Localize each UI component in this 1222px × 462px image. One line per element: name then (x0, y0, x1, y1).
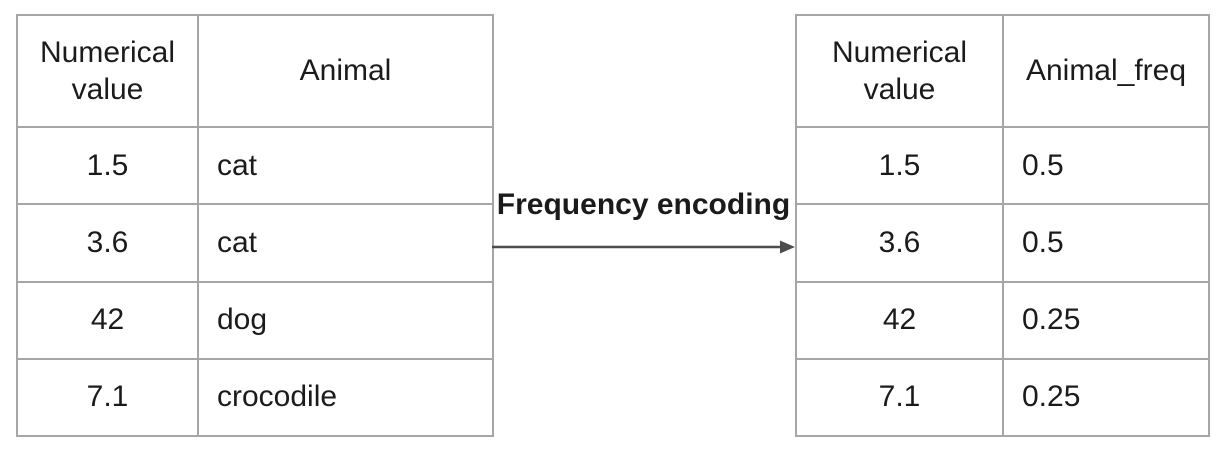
input-table: Numerical value Animal 1.5 cat 3.6 cat 4… (16, 14, 494, 438)
table-row: 1.5 0.5 (795, 125, 1210, 206)
right-arrow-icon (492, 240, 795, 254)
column-header-animal-freq: Animal_freq (1002, 14, 1210, 128)
column-header-numerical-value: Numerical value (795, 14, 1004, 128)
table-cell-numerical-value: 1.5 (795, 125, 1004, 206)
table-cell-numerical-value: 1.5 (16, 125, 199, 206)
table-row: 7.1 0.25 (795, 357, 1210, 438)
table-cell-numerical-value: 7.1 (795, 357, 1004, 438)
table-cell-numerical-value: 3.6 (16, 203, 199, 283)
table-cell-animal-freq: 0.25 (1002, 280, 1210, 360)
table-cell-numerical-value: 42 (795, 280, 1004, 360)
transform-annotation: Frequency encoding (492, 14, 795, 437)
table-row: 3.6 0.5 (795, 203, 1210, 283)
table-cell-numerical-value: 7.1 (16, 357, 199, 438)
column-header-numerical-value: Numerical value (16, 14, 199, 128)
output-table-header-row: Numerical value Animal_freq (795, 14, 1210, 128)
column-header-animal: Animal (197, 14, 494, 128)
table-cell-numerical-value: 3.6 (795, 203, 1004, 283)
table-cell-animal-freq: 0.5 (1002, 203, 1210, 283)
table-cell-animal: dog (197, 280, 494, 360)
table-row: 42 0.25 (795, 280, 1210, 360)
frequency-encoding-label: Frequency encoding (496, 188, 791, 221)
table-cell-animal: crocodile (197, 357, 494, 438)
table-row: 3.6 cat (16, 203, 494, 283)
table-row: 42 dog (16, 280, 494, 360)
table-cell-animal: cat (197, 203, 494, 283)
table-cell-animal: cat (197, 125, 494, 206)
output-table: Numerical value Animal_freq 1.5 0.5 3.6 … (795, 14, 1210, 438)
table-row: 1.5 cat (16, 125, 494, 206)
table-cell-animal-freq: 0.25 (1002, 357, 1210, 438)
input-table-header-row: Numerical value Animal (16, 14, 494, 128)
table-cell-animal-freq: 0.5 (1002, 125, 1210, 206)
table-row: 7.1 crocodile (16, 357, 494, 438)
table-cell-numerical-value: 42 (16, 280, 199, 360)
